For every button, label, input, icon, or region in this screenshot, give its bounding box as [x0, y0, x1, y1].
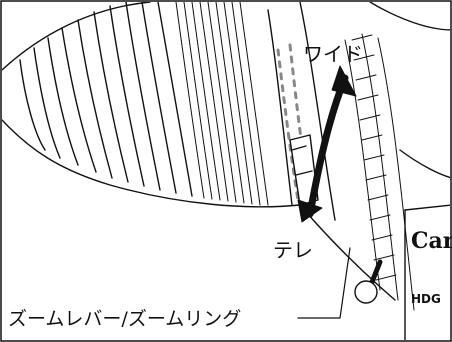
zoom-ring-ribs [175, 2, 269, 206]
zoom-lever [289, 134, 319, 206]
zoom-lever-ring-label: ズームレバー/ズームリング [8, 304, 244, 331]
camera-body [369, 2, 450, 340]
focus-ring [344, 33, 415, 311]
zoom-direction-arrow [297, 65, 357, 223]
lens-scale-section [267, 2, 336, 221]
leader-line [297, 247, 351, 319]
tele-label: テレ [273, 238, 313, 262]
brand-logo: Can [411, 228, 452, 254]
wide-label: ワイド [303, 42, 363, 66]
lens-cap-strap [354, 259, 383, 304]
hd-mark: HDG [411, 292, 441, 306]
lens-hood-grip [19, 2, 193, 197]
